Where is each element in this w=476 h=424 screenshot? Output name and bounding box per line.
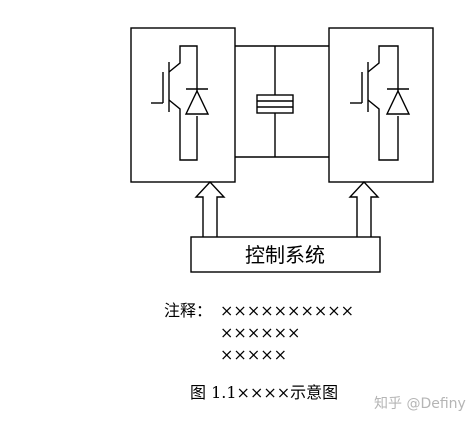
figure-caption: 图 1.1××××示意图: [190, 383, 339, 402]
right-control-arrow: [348, 180, 380, 241]
notes-label: 注释：: [164, 301, 213, 320]
right-igbt-module: [328, 27, 434, 183]
left-control-arrow: [194, 180, 226, 241]
left-igbt-module: [130, 27, 236, 183]
notes-line-2: ××××××: [220, 323, 301, 342]
capacitor-symbol: [256, 94, 294, 114]
dc-link: [235, 45, 329, 158]
converter-circuit-diagram: 控制系统: [130, 27, 434, 273]
control-system-box: [190, 236, 381, 273]
notes-line-1: ××××××××××: [220, 301, 355, 320]
notes-line-3: ×××××: [220, 345, 288, 364]
control-system-label: 控制系统: [245, 243, 325, 267]
watermark: 知乎 @Definy: [374, 396, 466, 412]
